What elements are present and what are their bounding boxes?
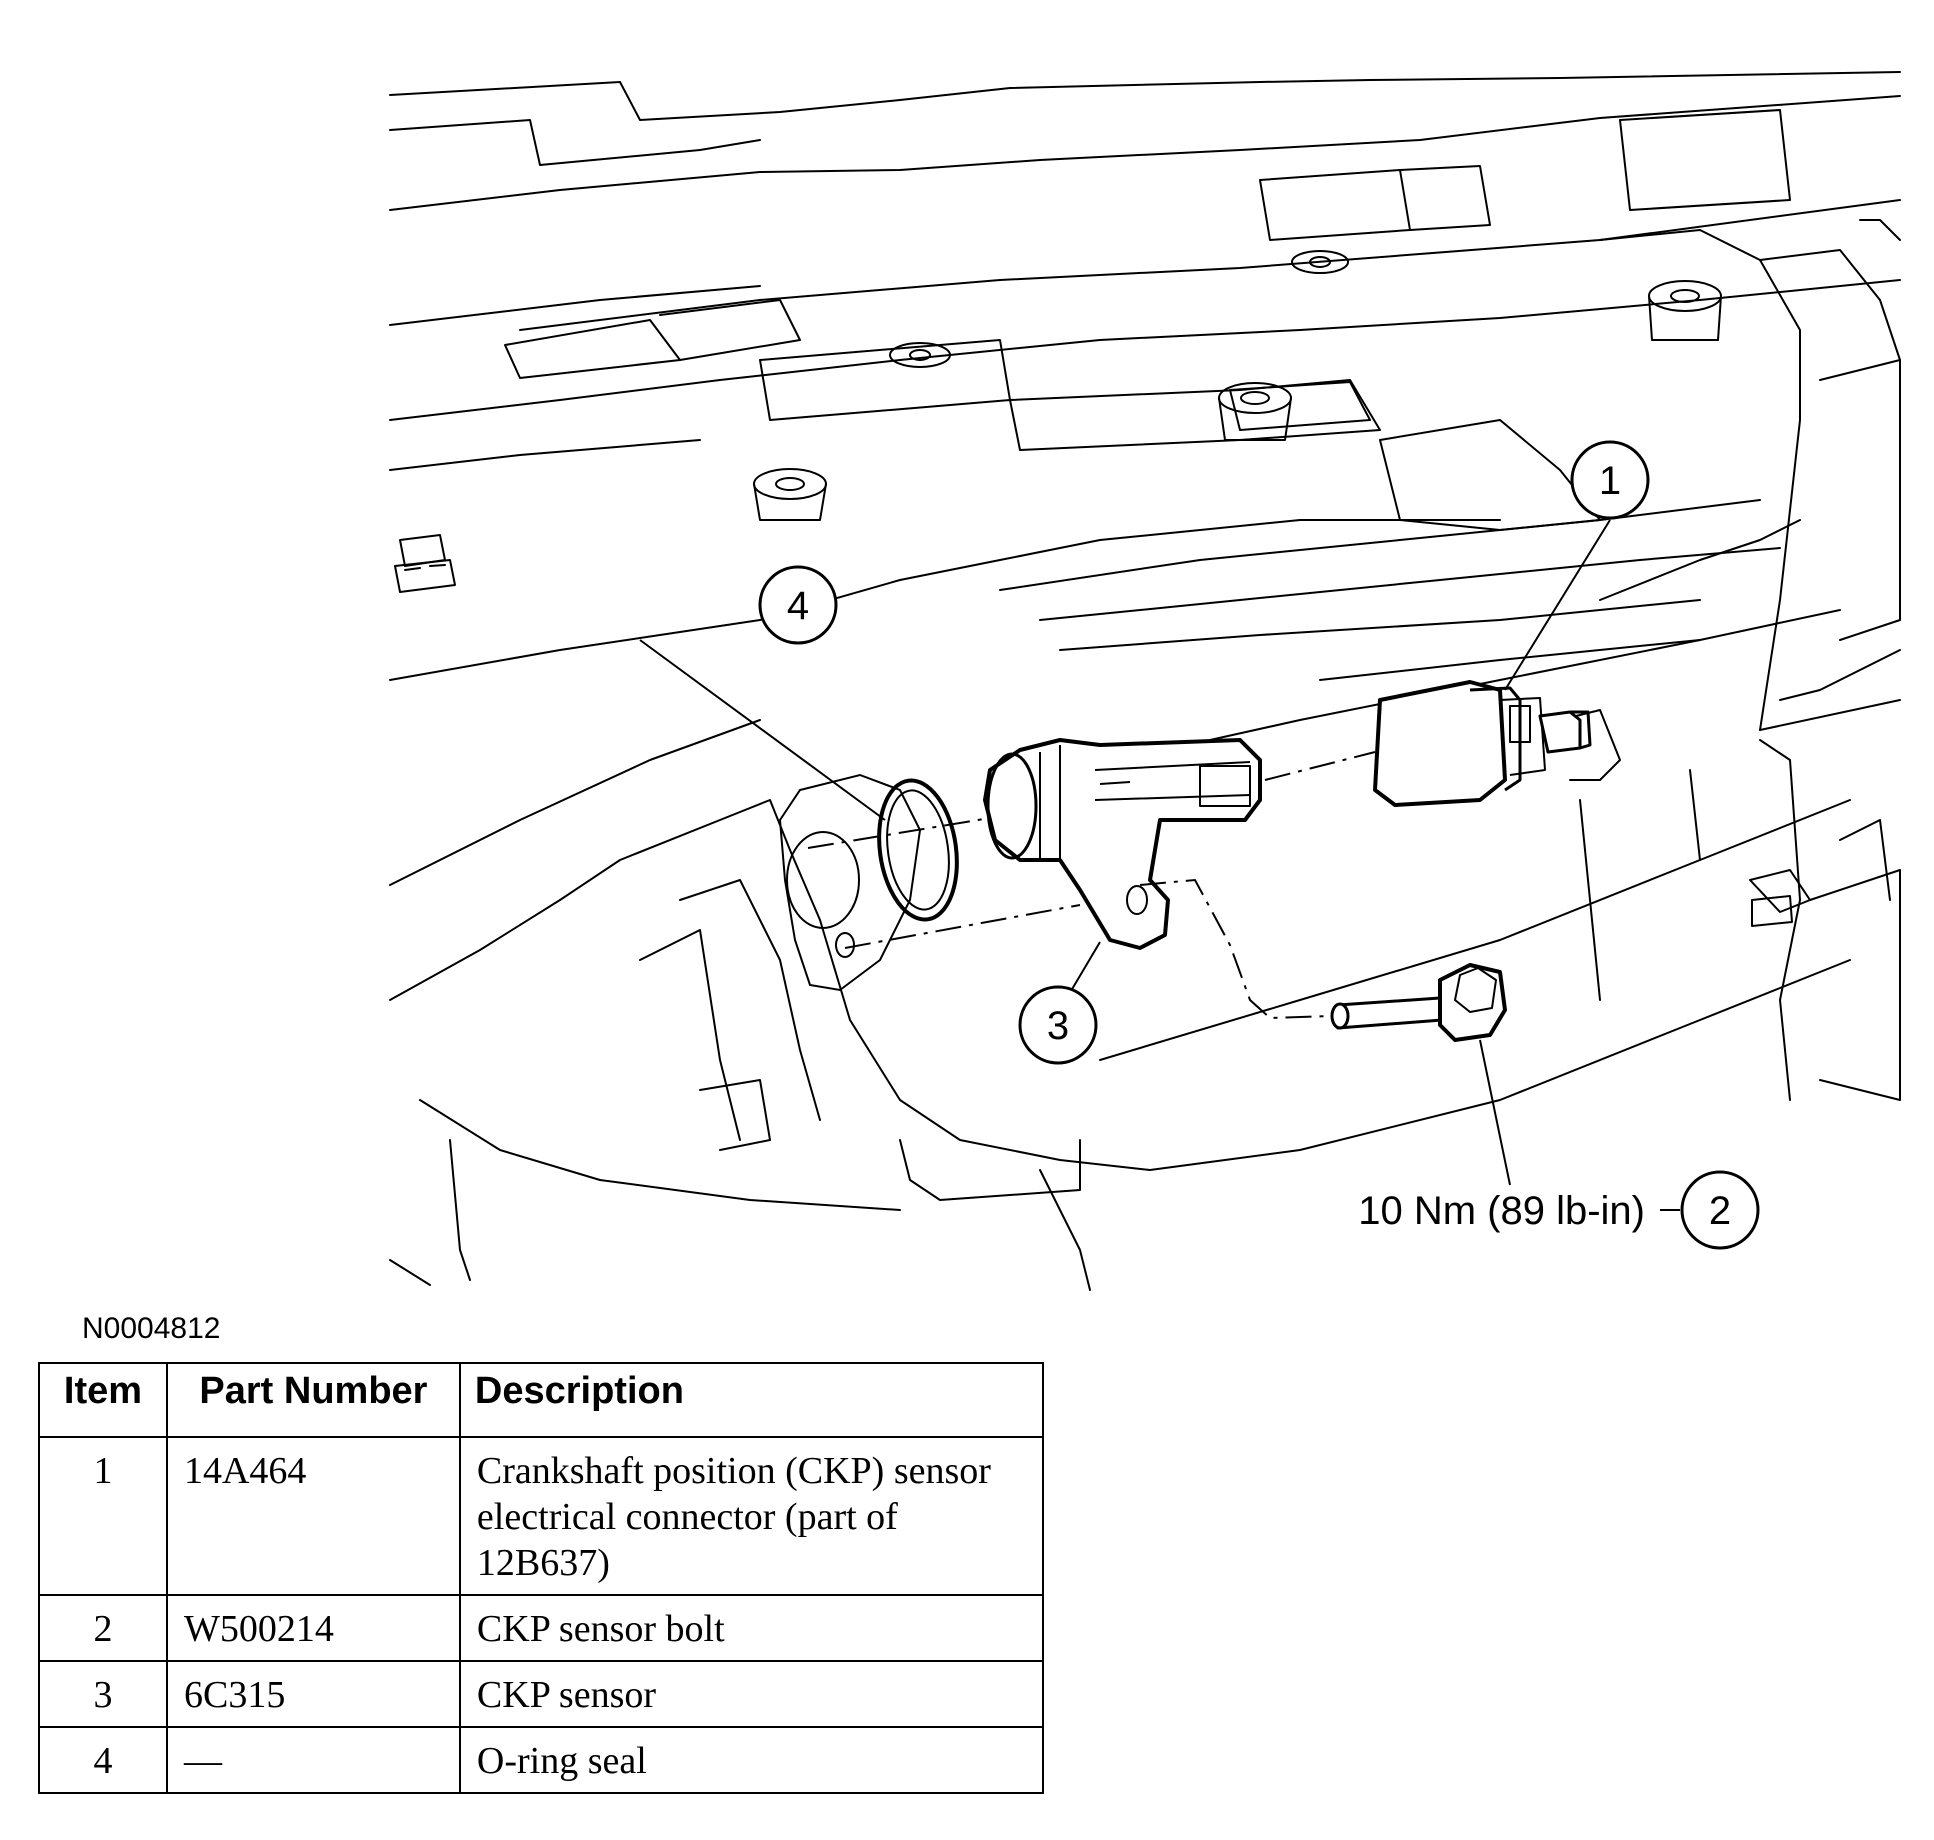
callout-3: 3 — [1018, 985, 1098, 1065]
cell-item: 3 — [38, 1660, 168, 1728]
ckp-sensor-exploded-view: 1 4 3 2 10 Nm (89 lb-in) — [389, 71, 1901, 1291]
parts-table: Item Part Number Description 1 14A464 Cr… — [38, 1362, 1045, 1794]
callout-4: 4 — [758, 565, 838, 645]
torque-spec-label: 10 Nm (89 lb-in) — [1358, 1189, 1645, 1233]
callout-2: 2 10 Nm (89 lb-in) — [1358, 1170, 1760, 1250]
callout-3-number: 3 — [1047, 1004, 1069, 1048]
callout-1-number: 1 — [1599, 459, 1621, 503]
cell-part-number: 6C315 — [165, 1660, 461, 1728]
ckp-sensor-bolt — [1330, 963, 1507, 1042]
column-header-item: Item — [38, 1362, 168, 1438]
assembly-center-lines — [807, 751, 1376, 1020]
callout-1: 1 — [1570, 440, 1650, 520]
cell-description: Crankshaft position (CKP) sensor electri… — [458, 1436, 1045, 1596]
cell-description: CKP sensor bolt — [458, 1594, 1045, 1662]
cell-part-number: W500214 — [165, 1594, 461, 1662]
callout-2-number: 2 — [1709, 1189, 1731, 1233]
cell-item: 2 — [38, 1594, 168, 1662]
callout-leaders — [639, 519, 1680, 1211]
callout-4-number: 4 — [787, 584, 809, 628]
figure-id: N0004812 — [82, 1312, 221, 1345]
table-row: 2 W500214 CKP sensor bolt — [38, 1594, 1045, 1662]
table-row: 3 6C315 CKP sensor — [38, 1660, 1045, 1728]
table-row: 4 — O-ring seal — [38, 1726, 1045, 1794]
column-header-description: Description — [458, 1362, 1045, 1438]
table-row: 1 14A464 Crankshaft position (CKP) senso… — [38, 1436, 1045, 1596]
column-header-part-number: Part Number — [165, 1362, 461, 1438]
sensor-mounting-boss — [778, 773, 922, 992]
ckp-electrical-connector — [1373, 680, 1592, 807]
cell-part-number: 14A464 — [165, 1436, 461, 1596]
ckp-sensor — [983, 738, 1262, 950]
cell-item: 1 — [38, 1436, 168, 1596]
cell-item: 4 — [38, 1726, 168, 1794]
cell-description: O-ring seal — [458, 1726, 1045, 1794]
cell-description: CKP sensor — [458, 1660, 1045, 1728]
o-ring-seal — [877, 778, 959, 922]
cell-part-number: — — [165, 1726, 461, 1794]
table-header-row: Item Part Number Description — [38, 1362, 1045, 1438]
engine-block-linework — [389, 71, 1901, 1291]
